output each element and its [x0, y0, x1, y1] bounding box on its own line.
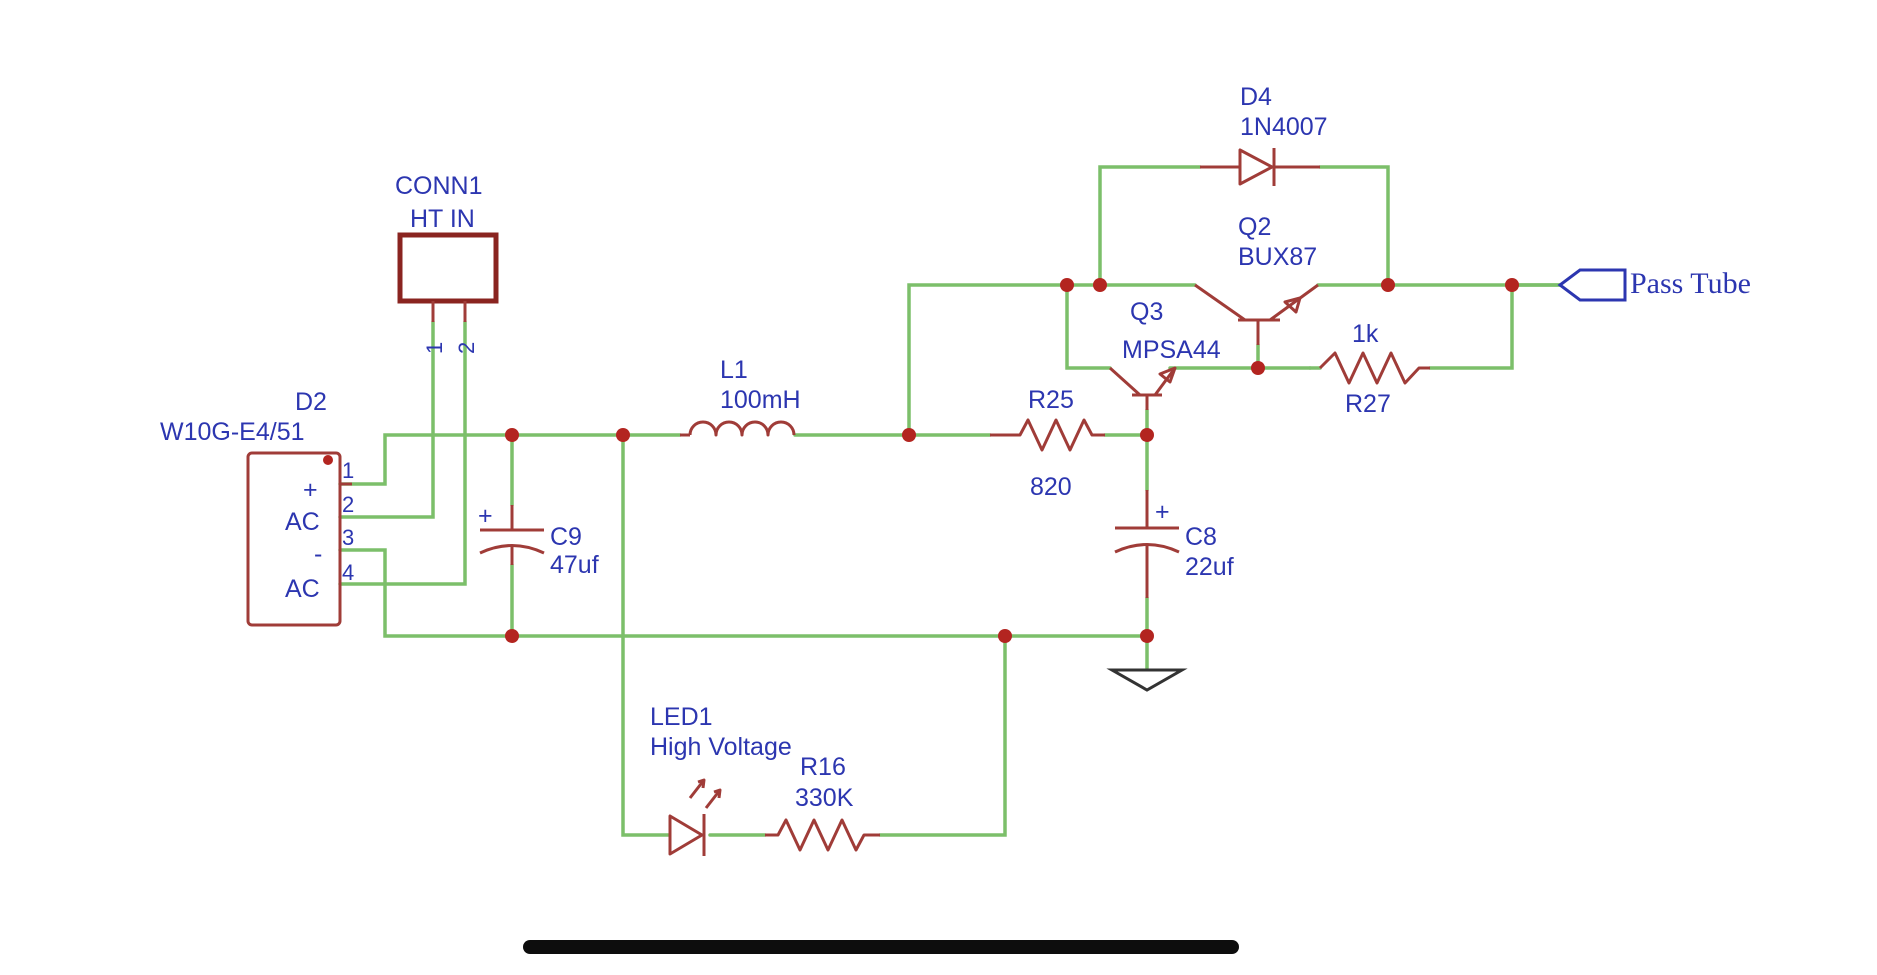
r25-value: 820	[1030, 473, 1072, 501]
c9-polarity: +	[478, 502, 493, 530]
l1-ref: L1	[720, 356, 748, 384]
junctions	[505, 278, 1519, 643]
bridge-rectifier-d2: D2 W10G-E4/51 1 2 3 4 + AC - AC	[160, 388, 354, 627]
junction	[1140, 629, 1154, 643]
c8-value: 22uf	[1185, 553, 1234, 581]
junction	[616, 428, 630, 442]
d2-pin-label-plus: +	[303, 476, 318, 504]
d2-pin-label-ac1: AC	[285, 508, 320, 536]
r16-value: 330K	[795, 784, 854, 812]
d2-pin-2: 2	[342, 492, 354, 517]
d2-pin-4: 4	[342, 560, 354, 585]
resistor-r16: R16 330K	[765, 753, 880, 852]
q3-ref: Q3	[1130, 298, 1163, 326]
d2-pin-label-ac2: AC	[285, 575, 320, 603]
junction	[505, 428, 519, 442]
l1-value: 100mH	[720, 386, 801, 414]
capacitor-c8: + C8 22uf	[1114, 490, 1234, 598]
net-label-pass-tube: Pass Tube	[1510, 267, 1751, 302]
junction	[1505, 278, 1519, 292]
r27-value: 1k	[1352, 320, 1379, 348]
junction	[505, 629, 519, 643]
d2-pin-1: 1	[342, 458, 354, 483]
led1-value: High Voltage	[650, 733, 792, 761]
wires	[338, 165, 1562, 837]
conn1-value: HT IN	[410, 205, 475, 233]
conn1-pin-2: 2	[454, 342, 479, 354]
d2-ref: D2	[295, 388, 327, 416]
resistor-r27: 1k R27	[1318, 320, 1430, 418]
transistor-q2: Q2 BUX87	[1194, 213, 1319, 345]
d4-value: 1N4007	[1240, 113, 1328, 141]
c8-ref: C8	[1185, 523, 1217, 551]
conn1-pin-1: 1	[422, 342, 447, 354]
home-indicator-bar[interactable]	[523, 940, 1239, 954]
c9-ref: C9	[550, 523, 582, 551]
d4-ref: D4	[1240, 83, 1272, 111]
d2-pin-3: 3	[342, 525, 354, 550]
diode-d4: D4 1N4007	[1200, 83, 1328, 186]
inductor-l1: L1 100mH	[680, 356, 801, 437]
c9-value: 47uf	[550, 551, 599, 579]
c8-polarity: +	[1155, 498, 1170, 526]
q3-value: MPSA44	[1122, 336, 1221, 364]
d2-pin-label-minus: -	[314, 540, 322, 568]
q2-value: BUX87	[1238, 243, 1317, 271]
pin1-marker	[323, 455, 333, 465]
junction	[1381, 278, 1395, 292]
junction	[1251, 361, 1265, 375]
junction	[1140, 428, 1154, 442]
junction	[1060, 278, 1074, 292]
capacitor-c9: + C9 47uf	[478, 502, 599, 579]
ground-symbol	[1106, 668, 1188, 692]
junction	[902, 428, 916, 442]
r16-ref: R16	[800, 753, 846, 781]
q2-ref: Q2	[1238, 213, 1271, 241]
led-led1: LED1 High Voltage	[650, 703, 792, 856]
junction	[1093, 278, 1107, 292]
r25-ref: R25	[1028, 386, 1074, 414]
d2-value: W10G-E4/51	[160, 418, 305, 446]
conn1-ref: CONN1	[395, 172, 483, 200]
pass-tube-label: Pass Tube	[1630, 267, 1751, 300]
junction	[998, 629, 1012, 643]
connector-conn1: CONN1 HT IN 1 2	[395, 172, 499, 354]
led1-ref: LED1	[650, 703, 713, 731]
r27-ref: R27	[1345, 390, 1391, 418]
resistor-r25: R25 820	[990, 386, 1105, 501]
transistor-q3: Q3 MPSA44	[1108, 298, 1221, 410]
